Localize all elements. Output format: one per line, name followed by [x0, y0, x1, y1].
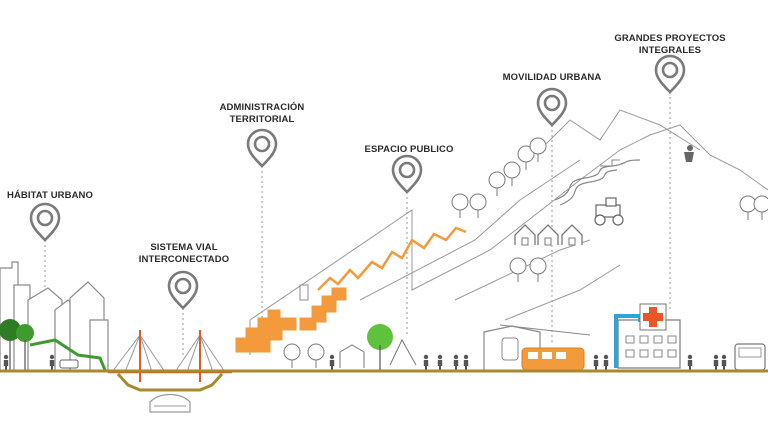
label-espacio-publico: ESPACIO PUBLICO — [362, 144, 456, 156]
cable-car-icon — [501, 337, 519, 361]
label-grandes-proyectos: GRANDES PROYECTOS INTEGRALES — [610, 33, 730, 57]
medical-cross-icon — [643, 307, 663, 327]
map-pin-icon — [29, 202, 61, 242]
hospital-building — [614, 303, 727, 370]
map-pin-icon — [654, 54, 686, 94]
city-skyline — [0, 261, 109, 370]
label-line: ESPACIO PUBLICO — [364, 144, 454, 155]
label-habitat-urbano: HÁBITAT URBANO — [6, 190, 94, 202]
tractor-icon — [594, 197, 624, 226]
label-line: INTEGRALES — [638, 45, 702, 56]
label-line: TERRITORIAL — [229, 114, 295, 125]
climber-icon — [684, 145, 694, 162]
public-space-elements — [283, 324, 469, 370]
hillside-settlement — [451, 137, 768, 283]
map-pin-icon — [246, 128, 278, 168]
label-administracion-territorial: ADMINISTRACIÓN TERRITORIAL — [212, 102, 312, 126]
cable-car-cabin — [299, 284, 309, 301]
map-pin-icon — [536, 87, 568, 127]
map-pin-icon — [391, 154, 423, 194]
orange-stair-line — [317, 226, 467, 291]
label-sistema-vial: SISTEMA VIAL INTERCONECTADO — [130, 242, 238, 266]
label-line: MOVILIDAD URBANA — [502, 72, 602, 83]
label-line: SISTEMA VIAL — [150, 242, 218, 253]
green-slope — [0, 319, 107, 371]
label-movilidad-urbana: MOVILIDAD URBANA — [500, 72, 604, 84]
pin-guide-lines — [44, 92, 671, 358]
label-line: GRANDES PROYECTOS — [614, 33, 726, 44]
label-line: INTERCONECTADO — [138, 254, 230, 265]
orange-terraces — [235, 287, 347, 353]
label-line: ADMINISTRACIÓN — [219, 102, 305, 113]
terrain-contours — [249, 109, 768, 355]
label-line: HÁBITAT URBANO — [6, 190, 93, 201]
map-pin-icon — [167, 270, 199, 310]
bus-icon — [734, 343, 766, 371]
mobility-elements — [483, 324, 609, 371]
